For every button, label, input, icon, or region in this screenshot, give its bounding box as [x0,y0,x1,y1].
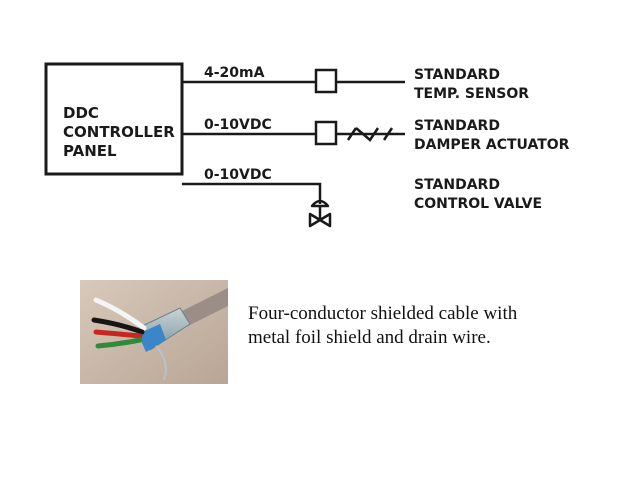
device-line-2: TEMP. SENSOR [414,86,529,102]
signal-label: 0-10VDC [204,117,272,133]
wire-red [93,329,143,339]
rectangle-sensor-icon [314,68,338,94]
wire-line [182,182,322,204]
signal-control-valve: 0-10VDC STANDARD CONTROL VALVE [182,167,542,228]
device-line-2: DAMPER ACTUATOR [414,137,570,153]
signal-label: 0-10VDC [204,167,272,183]
controller-panel-box [44,62,184,176]
controller-line-1: DDC [63,104,99,122]
wire-black [91,317,145,335]
caption-line-2: metal foil shield and drain wire. [248,327,491,348]
drain-wire [155,345,167,381]
controller-line-3: PANEL [63,142,117,160]
blue-tape [138,324,166,352]
device-line-1: STANDARD [414,67,500,83]
device-line-1: STANDARD [414,118,500,134]
shielded-cable-photo [80,280,228,384]
linkage-marks-icon [346,127,394,142]
device-line-2: CONTROL VALVE [414,196,542,212]
cable-caption: Four-conductor shielded cable with metal… [248,302,608,350]
caption-line-1: Four-conductor shielded cable with [248,303,518,324]
cable-photo-drawing [80,280,228,384]
wire-white [93,297,147,331]
signal-damper-actuator: 0-10VDC STANDARD DAMPER ACTUATOR [182,117,570,153]
signal-label: 4-20mA [204,65,265,81]
rectangle-actuator-icon [314,120,338,146]
signal-temp-sensor: 4-20mA STANDARD TEMP. SENSOR [182,65,529,102]
controller-line-2: CONTROLLER [63,123,175,141]
device-line-1: STANDARD [414,177,500,193]
valve-icon [308,199,332,228]
wire-green [95,337,143,349]
